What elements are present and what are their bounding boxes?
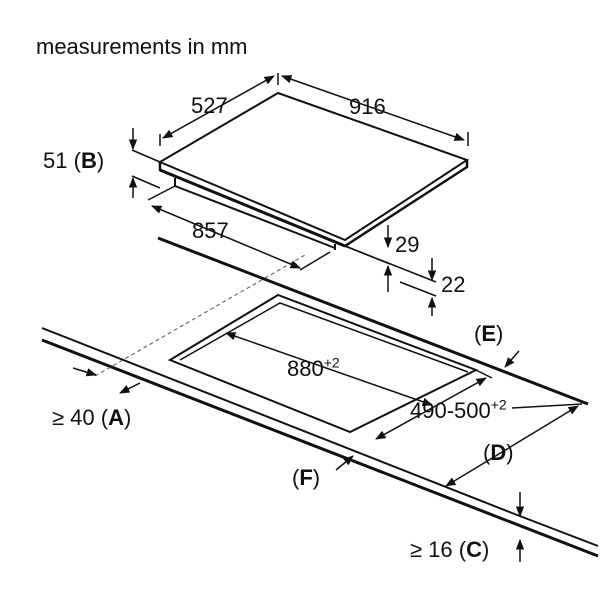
diagram-title: measurements in mm	[36, 34, 248, 59]
label-cutout-490-500: 490-500+2	[410, 396, 507, 423]
label-underside-857: 857	[192, 218, 229, 243]
dim-490-500	[375, 377, 487, 440]
worktop	[41, 236, 599, 558]
dim-916	[281, 75, 465, 141]
label-E: (E)	[474, 321, 504, 346]
worktop-back-edge	[157, 236, 589, 406]
dim-F	[335, 455, 354, 471]
dim-857	[151, 205, 301, 269]
dimension-lines	[72, 73, 583, 562]
label-depth-916: 916	[349, 94, 386, 119]
label-clearance-A: ≥ 40 (A)	[52, 405, 132, 430]
dim-A-arrow-left	[72, 367, 98, 377]
label-cutout-880: 880+2	[287, 354, 340, 381]
label-step-22: 22	[441, 272, 466, 297]
worktop-front-top-edge	[41, 327, 513, 514]
label-D: (D)	[483, 440, 514, 465]
dim-A-arrow-right	[119, 382, 141, 394]
dim-E	[504, 350, 520, 368]
label-height-51-B: 51 (B)	[43, 148, 105, 173]
worktop-reference-dash	[94, 254, 306, 377]
dim-527	[162, 75, 275, 139]
label-F: (F)	[292, 465, 321, 490]
label-step-29: 29	[395, 232, 420, 257]
dim-D	[445, 405, 579, 487]
label-clearance-C: ≥ 16 (C)	[410, 537, 490, 562]
worktop-front-lower-edge	[41, 338, 599, 558]
label-width-527: 527	[191, 93, 228, 118]
